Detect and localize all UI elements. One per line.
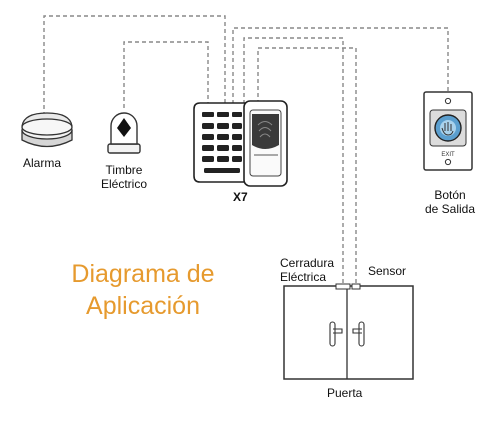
exit-button-label: Botón de Salida bbox=[420, 188, 480, 216]
wire-exit-button bbox=[232, 27, 449, 104]
exit-button-label-line2: de Salida bbox=[424, 202, 476, 216]
wire-bell bbox=[123, 41, 209, 108]
lock-label-line1: Cerradura bbox=[280, 256, 335, 270]
x7-terminal-icon bbox=[193, 100, 288, 187]
wire-lock bbox=[243, 37, 344, 286]
exit-button-text: EXIT bbox=[441, 152, 455, 158]
bell-label-line1: Timbre bbox=[105, 163, 143, 177]
bell-icon bbox=[107, 112, 141, 154]
wiring bbox=[43, 15, 449, 286]
wire-alarm bbox=[43, 15, 226, 116]
terminal-label: X7 bbox=[233, 190, 248, 204]
bell-label-line2: Eléctrico bbox=[100, 177, 147, 191]
lock-label-line2: Eléctrica bbox=[280, 270, 327, 284]
exit-button-icon: EXIT bbox=[423, 91, 473, 171]
alarm-icon bbox=[21, 112, 73, 148]
bell-label: Timbre Eléctrico bbox=[100, 163, 148, 191]
door-label: Puerta bbox=[327, 386, 363, 400]
diagram-title-line2: Aplicación bbox=[86, 292, 200, 320]
keypad bbox=[202, 112, 242, 173]
sensor-label: Sensor bbox=[368, 264, 407, 278]
diagram-title: Diagrama de Aplicación bbox=[48, 258, 238, 322]
wire-sensor bbox=[257, 47, 357, 286]
exit-button-label-line1: Botón bbox=[434, 188, 466, 202]
lock-label: Cerradura Eléctrica bbox=[280, 256, 334, 284]
alarm-label: Alarma bbox=[23, 156, 62, 170]
door-icon bbox=[283, 283, 414, 380]
diagram-title-line1: Diagrama de bbox=[71, 260, 215, 288]
